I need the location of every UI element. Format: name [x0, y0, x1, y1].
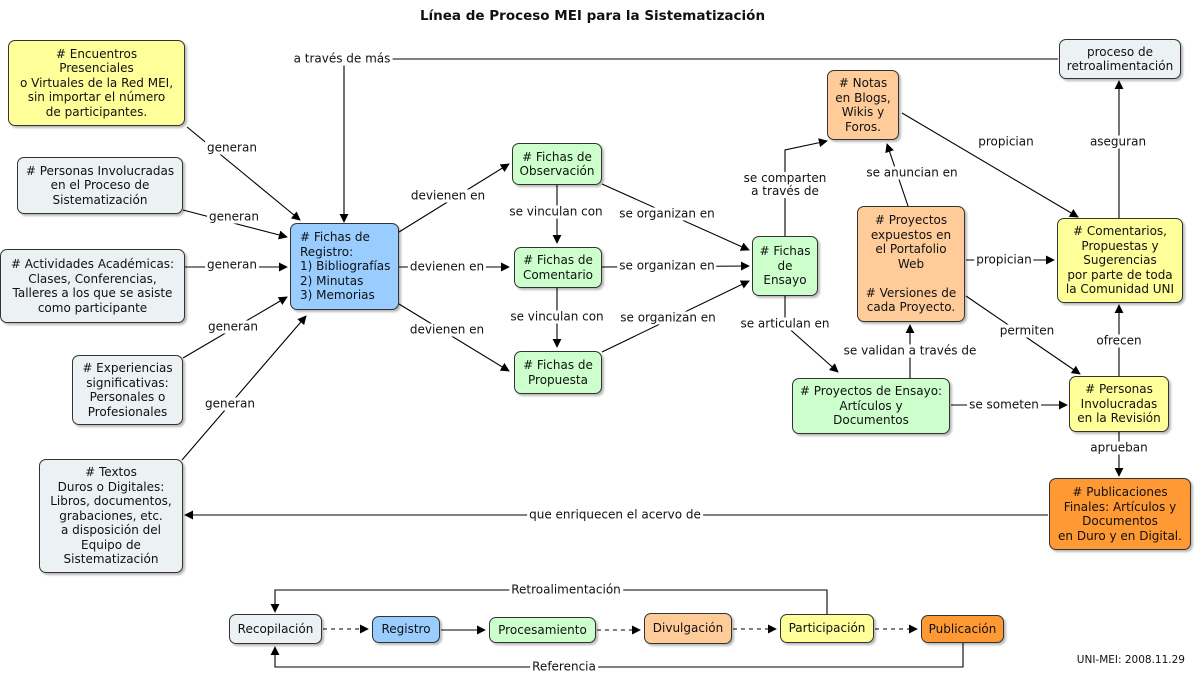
node-recopilacion: Recopilación — [229, 614, 322, 644]
label-ofrecen: ofrecen — [1094, 333, 1144, 348]
label-a-traves-de-mas: a través de más — [291, 51, 393, 66]
node-proyectos-portafolio: # Proyectos expuestos en el Portafolio W… — [857, 206, 965, 322]
edge-registro-propuesta — [398, 303, 510, 372]
node-fichas-ensayo: # Fichas de Ensayo — [752, 236, 818, 296]
edge-ensayo-notas — [784, 138, 828, 236]
node-fichas-registro: # Fichas de Registro: 1) Bibliografías 2… — [290, 223, 399, 310]
edge-referencia-loop — [270, 643, 964, 668]
label-se-organizan-en: se organizan en — [617, 258, 717, 273]
node-procesamiento: Procesamiento — [489, 617, 596, 643]
label-referencia: Referencia — [530, 659, 598, 674]
edge-ensayo-proyectos — [784, 296, 839, 373]
label-se-vinculan-con: se vinculan con — [507, 204, 605, 219]
node-fichas-comentario: # Fichas de Comentario — [514, 247, 602, 288]
label-propician: propician — [974, 252, 1034, 267]
label-que-enriquecen: que enriquecen el acervo de — [527, 507, 703, 522]
edge-textos-registro — [181, 315, 307, 461]
node-experiencias: # Experiencias significativas: Personale… — [72, 355, 183, 425]
label-devienen-en: devienen en — [407, 259, 487, 274]
label-propician: propician — [976, 134, 1036, 149]
label-se-someten: se someten — [967, 397, 1041, 412]
label-se-anuncian-en: se anuncian en — [864, 165, 960, 180]
label-se-organizan-en: se organizan en — [618, 310, 718, 325]
node-textos: # Textos Duros o Digitales: Libros, docu… — [39, 459, 183, 573]
label-retroalimentacion: Retroalimentación — [509, 582, 623, 597]
footer-credit: UNI-MEI: 2008.11.29 — [1076, 654, 1185, 666]
node-divulgacion: Divulgación — [644, 613, 732, 644]
node-proyectos-ensayo: # Proyectos de Ensayo: Artículos y Docum… — [792, 378, 950, 434]
label-generan: generan — [207, 209, 261, 224]
label-generan: generan — [205, 140, 259, 155]
label-generan: generan — [205, 257, 259, 272]
label-aprueban: aprueban — [1088, 440, 1150, 455]
node-fichas-observacion: # Fichas de Observación — [512, 143, 602, 185]
node-actividades-academicas: # Actividades Académicas: Clases, Confer… — [0, 249, 185, 323]
label-devienen-en: devienen en — [407, 322, 487, 337]
label-generan: generan — [203, 396, 257, 411]
label-se-articulan-en: se articulan en — [738, 316, 832, 331]
label-generan: generan — [206, 319, 260, 334]
node-fichas-propuesta: # Fichas de Propuesta — [514, 351, 602, 394]
node-participacion: Participación — [780, 614, 874, 643]
label-se-comparten: se comparten a través de — [741, 171, 829, 198]
label-aseguran: aseguran — [1087, 134, 1149, 149]
edge-notas-comentarios — [901, 112, 1079, 218]
node-publicacion: Publicación — [921, 615, 1004, 643]
label-se-validan: se validan a través de — [841, 343, 979, 358]
node-encuentros: # Encuentros Presenciales o Virtuales de… — [8, 40, 185, 126]
node-registro: Registro — [372, 616, 440, 643]
label-se-vinculan-con: se vinculan con — [508, 309, 606, 324]
node-personas-revision: # Personas Involucradas en la Revisión — [1069, 376, 1169, 432]
diagram-title: Línea de Proceso MEI para la Sistematiza… — [419, 8, 766, 24]
label-se-organizan-en: se organizan en — [617, 206, 717, 221]
node-notas: # Notas en Blogs, Wikis y Foros. — [827, 70, 899, 140]
node-comentarios-propuestas: # Comentarios, Propuestas y Sugerencias … — [1057, 218, 1183, 303]
node-publicaciones-finales: # Publicaciones Finales: Artículos y Doc… — [1049, 478, 1191, 550]
edge-personas-registro — [182, 209, 288, 240]
label-devienen-en: devienen en — [408, 188, 488, 203]
node-proceso-retroalimentacion: proceso de retroalimentación — [1059, 39, 1181, 79]
node-personas-involucradas: # Personas Involucradas en el Proceso de… — [17, 157, 183, 214]
label-permiten: permiten — [997, 323, 1057, 338]
